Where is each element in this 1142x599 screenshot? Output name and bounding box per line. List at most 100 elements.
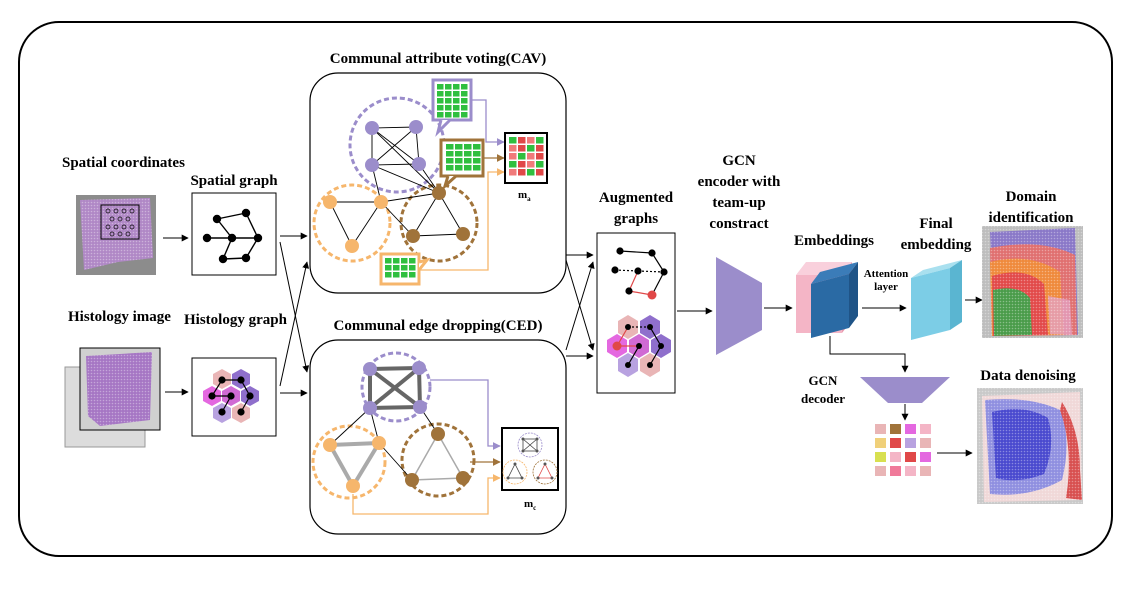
vote-cell (445, 91, 452, 97)
vote-cell (473, 165, 481, 171)
m-a-label: ma (518, 189, 531, 204)
vote-cell (401, 265, 408, 271)
vote-cell (446, 165, 454, 171)
embeddings-label: Embeddings (793, 233, 875, 249)
vote-cell (401, 258, 408, 264)
augmented-graph-top (611, 247, 668, 300)
domain-identification-label: Domain identification (988, 189, 1074, 226)
vote-cell (437, 112, 444, 118)
vote-cell (455, 151, 463, 157)
vote-cell (473, 151, 481, 157)
input-arrows (163, 232, 310, 397)
m-a-cell (527, 145, 535, 152)
m-a-cell (509, 137, 517, 144)
vote-cell (437, 91, 444, 97)
vote-cell (385, 272, 392, 278)
reconstruction-cell (875, 438, 886, 448)
vote-cell (385, 258, 392, 264)
histology-image-label: Histology image (68, 309, 171, 325)
m-a-cell (518, 145, 526, 152)
vote-cell (393, 272, 400, 278)
augment-arrows (565, 251, 595, 360)
reconstruction-cell (920, 424, 931, 434)
m-a-cell (509, 169, 517, 176)
reconstruction-cell (905, 466, 916, 476)
vote-cell (473, 158, 481, 164)
vote-cell (453, 84, 460, 90)
m-a-cell (509, 161, 517, 168)
embeddings-shape (796, 262, 858, 338)
spatial-graph-label: Spatial graph (190, 173, 278, 189)
vote-cell (401, 272, 408, 278)
attention-layer-label: Attention layer (863, 268, 909, 293)
domain-identification-map (982, 226, 1083, 338)
spatial-graph-box (191, 192, 277, 276)
vote-cell (409, 272, 416, 278)
m-a-cell (536, 153, 544, 160)
m-a-cell (518, 153, 526, 160)
gcn-decoder-label: GCN decoder (800, 373, 846, 406)
reconstruction-cell (905, 452, 916, 462)
reconstruction-cell (875, 424, 886, 434)
reconstruction-matrix (875, 424, 931, 476)
vote-cell (445, 98, 452, 104)
reconstruction-cell (890, 438, 901, 448)
data-denoising-label: Data denoising (980, 368, 1076, 384)
vote-cell (437, 84, 444, 90)
vote-cell (409, 265, 416, 271)
vote-cell (453, 112, 460, 118)
reconstruction-cell (905, 424, 916, 434)
m-a-cell (527, 161, 535, 168)
vote-cell (393, 258, 400, 264)
data-denoising-map (977, 388, 1083, 504)
reconstruction-cell (920, 466, 931, 476)
augmented-graph-bottom (607, 315, 671, 377)
vote-cell (464, 151, 472, 157)
reconstruction-cell (890, 424, 901, 434)
gcn-encoder-label: GCN encoder with team-up constract (697, 153, 781, 232)
m-a-cell (527, 137, 535, 144)
reconstruction-cell (890, 466, 901, 476)
m-a-cell (536, 169, 544, 176)
vote-cell (445, 112, 452, 118)
m-a-cell (509, 145, 517, 152)
vote-cell (473, 144, 481, 150)
m-a-matrix (509, 137, 544, 176)
augmented-graphs-label: Augmented graphs (598, 190, 674, 227)
vote-cell (455, 144, 463, 150)
gcn-encoder-shape (716, 257, 762, 355)
cav-graph (312, 96, 479, 263)
vote-cell (445, 105, 452, 111)
vote-cell (461, 91, 468, 97)
vote-cell (464, 144, 472, 150)
reconstruction-cell (875, 452, 886, 462)
vote-cell (446, 144, 454, 150)
vote-cell (393, 265, 400, 271)
m-a-cell (518, 137, 526, 144)
histology-graph-label: Histology graph (184, 312, 287, 328)
m-a-cell (518, 161, 526, 168)
vote-cell (453, 91, 460, 97)
vote-cell (464, 165, 472, 171)
reconstruction-cell (905, 438, 916, 448)
m-a-cell (536, 161, 544, 168)
m-a-cell (536, 137, 544, 144)
histology-image (64, 347, 161, 448)
gcn-decoder-shape (860, 377, 950, 403)
reconstruction-cell (875, 466, 886, 476)
m-a-cell (536, 145, 544, 152)
vote-cell (455, 165, 463, 171)
m-a-cell (527, 153, 535, 160)
ced-title: Communal edge dropping(CED) (333, 318, 543, 334)
vote-cell (445, 84, 452, 90)
m-a-cell (527, 169, 535, 176)
vote-cell (464, 158, 472, 164)
spatial-coordinates-label: Spatial coordinates (62, 155, 185, 171)
to-decoder-arrow (829, 336, 909, 373)
vote-cell (409, 258, 416, 264)
ced-connectors (352, 379, 501, 515)
cav-attribute-bubbles (379, 78, 485, 286)
m-c-label: mc (524, 498, 537, 513)
outer-frame (18, 21, 1113, 557)
